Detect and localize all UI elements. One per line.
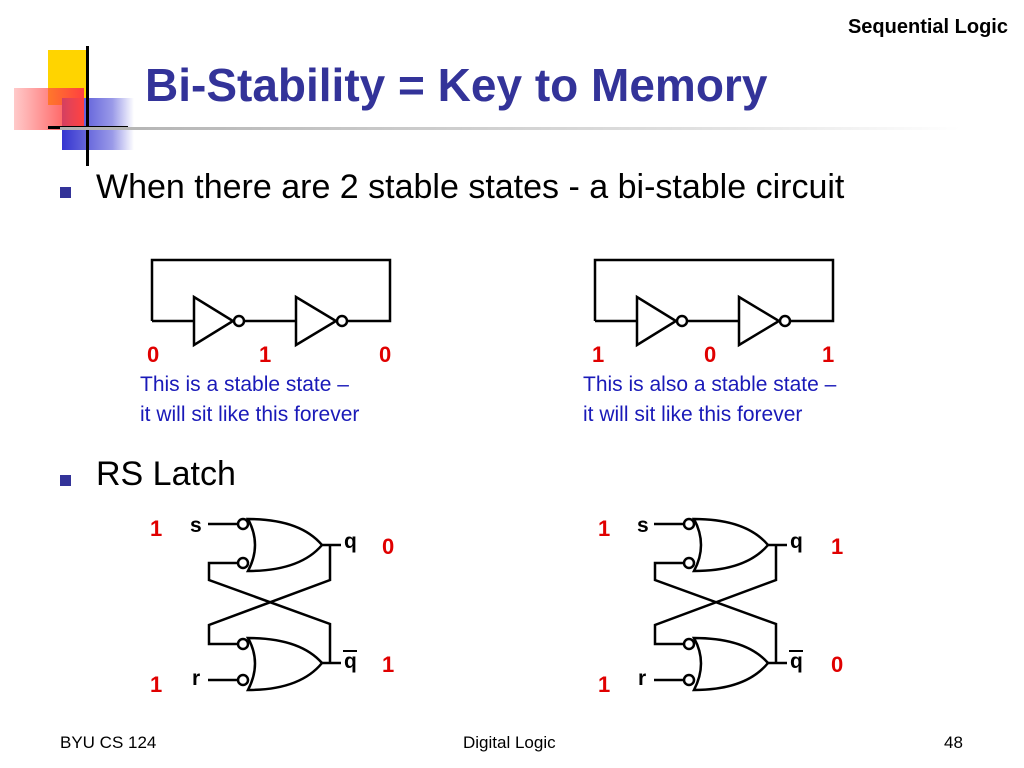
loop-bit: 0	[379, 342, 392, 367]
loop-bit: 0	[704, 342, 717, 367]
logo-vertical-line	[86, 46, 89, 166]
inverter-loop-right	[593, 258, 835, 347]
latch-r-label: r	[192, 667, 201, 690]
loop-bit: 1	[259, 342, 272, 367]
latch-qbar-label: q	[344, 650, 357, 673]
bullet-marker	[60, 475, 71, 486]
latch-q-value: 0	[382, 534, 395, 559]
loop-bit: 1	[592, 342, 605, 367]
bullet-marker	[60, 187, 71, 198]
rs-latch-left	[206, 517, 343, 692]
caption-line: This is a stable state –	[140, 373, 349, 396]
footer-center: Digital Logic	[463, 733, 556, 752]
latch-s-value: 1	[150, 516, 163, 541]
latch-q-label: q	[344, 530, 357, 553]
latch-r-value: 1	[150, 672, 163, 697]
loop-bit: 0	[147, 342, 160, 367]
loop-caption: This is a stable state – it will sit lik…	[140, 370, 359, 430]
latch-s-value: 1	[598, 516, 611, 541]
slide-title: Bi-Stability = Key to Memory	[145, 59, 768, 111]
latch-q-label: q	[790, 530, 803, 553]
latch-r-value: 1	[598, 672, 611, 697]
loop-caption: This is also a stable state – it will si…	[583, 370, 836, 430]
title-underline	[60, 127, 960, 130]
rs-latch-right	[652, 517, 789, 692]
caption-line: This is also a stable state –	[583, 373, 837, 396]
caption-line: it will sit like this forever	[140, 403, 360, 426]
corner-logo	[0, 40, 140, 170]
logo-red-square	[14, 88, 84, 130]
bullet-text: When there are 2 stable states - a bi-st…	[96, 168, 845, 206]
section-label: Sequential Logic	[847, 16, 1008, 38]
footer-page-number: 48	[944, 733, 963, 752]
latch-s-label: s	[190, 514, 202, 537]
footer-left: BYU CS 124	[60, 733, 157, 752]
bullet-text: RS Latch	[96, 455, 236, 493]
caption-line: it will sit like this forever	[583, 403, 803, 426]
latch-qbar-value: 0	[831, 652, 844, 677]
latch-r-label: r	[638, 667, 647, 690]
latch-s-label: s	[637, 514, 649, 537]
latch-q-value: 1	[831, 534, 844, 559]
latch-qbar-label: q	[790, 650, 803, 673]
loop-bit: 1	[822, 342, 835, 367]
latch-qbar-value: 1	[382, 652, 395, 677]
inverter-loop-left	[150, 258, 392, 347]
